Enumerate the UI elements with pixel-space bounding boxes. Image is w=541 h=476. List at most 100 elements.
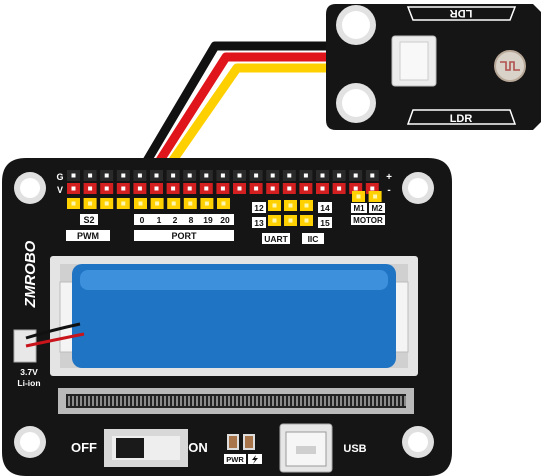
- edge-pin: [104, 396, 106, 406]
- edge-pin: [108, 396, 110, 406]
- edge-pin: [316, 396, 318, 406]
- power-indicator-led: [227, 434, 239, 450]
- pin-contact: [171, 186, 176, 191]
- pin-contact: [254, 186, 259, 191]
- power-indicator-label: PWR: [226, 455, 244, 464]
- edge-pin: [196, 396, 198, 406]
- battery-voltage-label: 3.7V: [20, 367, 38, 377]
- ground-pin-row: [67, 170, 379, 181]
- port-group-label: PORT: [171, 231, 197, 241]
- edge-pin: [120, 396, 122, 406]
- edge-pin: [80, 396, 82, 406]
- edge-pin: [328, 396, 330, 406]
- edge-pin: [180, 396, 182, 406]
- pin-contact: [137, 173, 142, 178]
- pin-contact: [337, 186, 342, 191]
- pin-contact: [137, 186, 142, 191]
- battery-type-label: Li-ion: [17, 378, 40, 388]
- pin-contact: [88, 201, 93, 206]
- pin-contact: [304, 203, 309, 208]
- edge-pin: [272, 396, 274, 406]
- port-pin-label: 1: [157, 215, 162, 225]
- pin-contact: [204, 186, 209, 191]
- pin-contact: [337, 173, 342, 178]
- edge-connector-pins: [68, 396, 406, 406]
- pwm-pin-label: S2: [83, 215, 94, 225]
- pin-contact: [154, 173, 159, 178]
- edge-pin: [364, 396, 366, 406]
- port-pin-label: 0: [140, 215, 145, 225]
- usb-label: USB: [343, 443, 366, 455]
- edge-pin: [376, 396, 378, 406]
- edge-pin: [324, 396, 326, 406]
- edge-pin: [296, 396, 298, 406]
- pin-contact: [221, 201, 226, 206]
- row-label-minus: -: [387, 185, 390, 196]
- edge-pin: [240, 396, 242, 406]
- edge-pin: [244, 396, 246, 406]
- power-switch-slider[interactable]: [116, 438, 144, 458]
- pin-contact: [88, 173, 93, 178]
- pin-contact: [204, 173, 209, 178]
- port-pin-label: 2: [173, 215, 178, 225]
- pin-contact: [237, 173, 242, 178]
- iic-pin-label: 14: [320, 203, 330, 213]
- edge-pin: [380, 396, 382, 406]
- edge-pin: [388, 396, 390, 406]
- pin-contact: [288, 218, 293, 223]
- edge-pin: [280, 396, 282, 406]
- edge-pin: [92, 396, 94, 406]
- edge-pin: [132, 396, 134, 406]
- pin-contact: [272, 218, 277, 223]
- pin-contact: [373, 194, 378, 199]
- pin-contact: [303, 186, 308, 191]
- serial-bus-pins: [268, 200, 313, 226]
- charge-indicator-led: [243, 434, 255, 450]
- edge-pin: [192, 396, 194, 406]
- iic-group-label: IIC: [308, 234, 319, 244]
- pwm-group-label: PWM: [77, 231, 99, 241]
- edge-pin: [176, 396, 178, 406]
- edge-pin: [160, 396, 162, 406]
- edge-pin: [68, 396, 70, 406]
- edge-pin: [128, 396, 130, 406]
- edge-pin: [356, 396, 358, 406]
- pin-contact: [154, 186, 159, 191]
- edge-pin: [392, 396, 394, 406]
- edge-pin: [156, 396, 158, 406]
- edge-pin: [228, 396, 230, 406]
- pin-contact: [155, 201, 160, 206]
- edge-pin: [136, 396, 138, 406]
- uart-pin-label: 12: [254, 203, 264, 213]
- edge-pin: [260, 396, 262, 406]
- pin-contact: [204, 201, 209, 206]
- pin-contact: [320, 173, 325, 178]
- edge-pin: [88, 396, 90, 406]
- edge-pin: [332, 396, 334, 406]
- edge-pin: [184, 396, 186, 406]
- edge-pin: [264, 396, 266, 406]
- edge-pin: [152, 396, 154, 406]
- pin-contact: [171, 201, 176, 206]
- edge-pin: [76, 396, 78, 406]
- edge-pin: [248, 396, 250, 406]
- edge-pin: [168, 396, 170, 406]
- edge-pin: [404, 396, 406, 406]
- pin-contact: [104, 201, 109, 206]
- edge-pin: [372, 396, 374, 406]
- pin-contact: [171, 173, 176, 178]
- row-label-voltage: V: [57, 185, 63, 195]
- edge-pin: [308, 396, 310, 406]
- edge-pin: [100, 396, 102, 406]
- switch-on-label: ON: [188, 440, 208, 455]
- pin-contact: [272, 203, 277, 208]
- controller-board: G V + - S2 PWM 0 1 2 8 19 20 PORT 12 13: [2, 158, 452, 476]
- pin-contact: [356, 194, 361, 199]
- brand-logo-text: ZMROBO: [22, 240, 39, 308]
- pin-contact: [187, 173, 192, 178]
- edge-pin: [172, 396, 174, 406]
- pin-contact: [288, 203, 293, 208]
- motor-pin-label: M1: [353, 204, 365, 213]
- pin-contact: [370, 173, 375, 178]
- pin-contact: [88, 186, 93, 191]
